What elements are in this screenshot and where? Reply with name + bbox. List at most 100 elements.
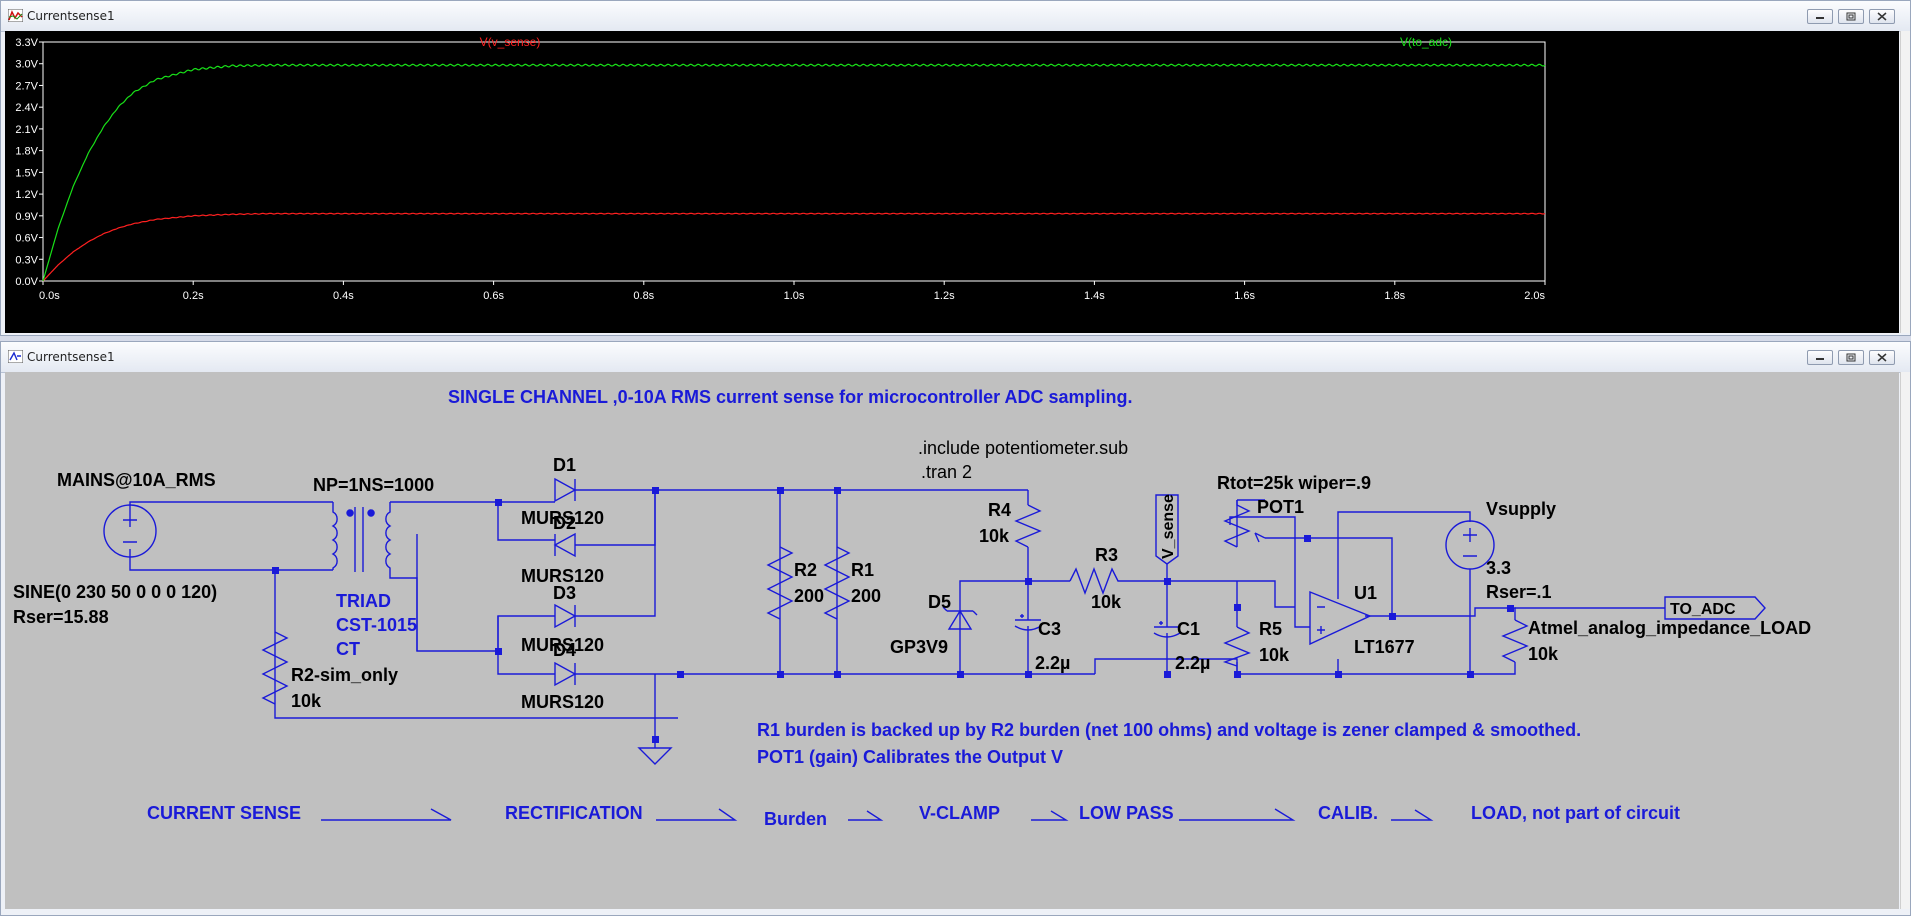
voltage-source-vsupply[interactable]	[1445, 520, 1495, 570]
transformer-line2[interactable]: CST-1015	[336, 615, 417, 635]
stage-v-clamp[interactable]: V-CLAMP	[919, 803, 1000, 823]
r2-name-label[interactable]: R2	[794, 560, 817, 580]
pot-params-label[interactable]: Rtot=25k wiper=.9	[1217, 473, 1371, 493]
vsupply-name-label[interactable]: Vsupply	[1486, 499, 1556, 519]
resistor-r1[interactable]	[823, 546, 851, 620]
comment-line-1[interactable]: R1 burden is backed up by R2 burden (net…	[757, 720, 1581, 740]
diode-d1[interactable]	[554, 477, 577, 503]
diode-d2[interactable]	[553, 532, 576, 558]
r2-value-label[interactable]: 200	[794, 586, 824, 606]
minimize-button[interactable]	[1807, 350, 1833, 365]
resistor-load[interactable]	[1501, 619, 1529, 663]
minimize-button[interactable]	[1807, 9, 1833, 24]
stage-burden[interactable]: Burden	[764, 809, 827, 829]
opamp-name-label[interactable]: U1	[1354, 583, 1377, 603]
r1-value-label[interactable]: 200	[851, 586, 881, 606]
stage-low-pass[interactable]: LOW PASS	[1079, 803, 1174, 823]
d1-model-label[interactable]: MURS120	[521, 508, 604, 528]
trace-label-v-sense[interactable]: V(v_sense)	[480, 35, 541, 49]
diode-d3[interactable]	[554, 603, 577, 629]
d2-model-label[interactable]: MURS120	[521, 566, 604, 586]
resistor-r2[interactable]	[766, 546, 794, 620]
transformer-line1[interactable]: TRIAD	[336, 591, 391, 611]
transformer-triad[interactable]	[331, 502, 418, 651]
waveform-chart[interactable]: 3.3V3.0V2.7V2.4V2.1V1.8V1.5V1.2V0.9V0.6V…	[5, 31, 1899, 333]
stage-current-sense[interactable]: CURRENT SENSE	[147, 803, 301, 823]
restore-button[interactable]	[1838, 350, 1864, 365]
schematic-drawing[interactable]: V_sense TO_ADC SINGL	[5, 372, 1899, 909]
transformer-ratio-label[interactable]: NP=1NS=1000	[313, 475, 434, 495]
comment-line-2[interactable]: POT1 (gain) Calibrates the Output V	[757, 747, 1063, 767]
pot-name-label[interactable]: POT1	[1257, 497, 1304, 517]
v-sense-net-flag[interactable]	[1155, 494, 1179, 565]
stage-calib[interactable]: CALIB.	[1318, 803, 1378, 823]
schematic-window-titlebar[interactable]: Currentsense1	[1, 342, 1910, 373]
plot-window-title: Currentsense1	[27, 9, 115, 23]
r5-value-label[interactable]: 10k	[1259, 645, 1290, 665]
trace-vv_sense[interactable]	[42, 212, 1546, 282]
plot-frame	[42, 41, 1546, 282]
potentiometer-pot1[interactable]	[1223, 500, 1266, 548]
d1-label[interactable]: D1	[553, 455, 576, 475]
r2sim-name-label[interactable]: R2-sim_only	[291, 665, 398, 685]
stage-load[interactable]: LOAD, not part of circuit	[1471, 803, 1680, 823]
d3-model-label[interactable]: MURS120	[521, 635, 604, 655]
d4-label[interactable]: D4	[553, 640, 576, 660]
stage-rectification[interactable]: RECTIFICATION	[505, 803, 643, 823]
to-adc-label[interactable]: TO_ADC	[1670, 601, 1736, 618]
r2sim-value-label[interactable]: 10k	[291, 691, 322, 711]
wires[interactable]	[129, 489, 1665, 737]
d4-model-label[interactable]: MURS120	[521, 692, 604, 712]
trace-vto_adc[interactable]	[42, 63, 1546, 282]
d5-value-label[interactable]: GP3V9	[890, 637, 948, 657]
d3-label[interactable]: D3	[553, 583, 576, 603]
load-name-label[interactable]: Atmel_analog_impedance_LOAD	[1528, 618, 1811, 638]
to-adc-net-flag[interactable]	[1664, 596, 1766, 620]
close-button[interactable]	[1869, 9, 1895, 24]
include-directive[interactable]: .include potentiometer.sub	[918, 438, 1128, 458]
resistor-r2-sim[interactable]	[261, 631, 289, 705]
r5-name-label[interactable]: R5	[1259, 619, 1282, 639]
c1-value-label[interactable]: 2.2µ	[1175, 653, 1210, 673]
v-sense-label[interactable]: V_sense	[1160, 494, 1177, 559]
c1-name-label[interactable]: C1	[1177, 619, 1200, 639]
r3-value-label[interactable]: 10k	[1091, 592, 1122, 612]
d5-name-label[interactable]: D5	[928, 592, 951, 612]
plot-scrollbar[interactable]	[1900, 31, 1910, 333]
y-tick-label: 0.9V	[15, 211, 38, 223]
r4-name-label[interactable]: R4	[988, 500, 1011, 520]
resistor-r5[interactable]	[1222, 626, 1251, 667]
load-value-label[interactable]: 10k	[1528, 644, 1559, 664]
c3-value-label[interactable]: 2.2µ	[1035, 653, 1070, 673]
vsupply-rser-label[interactable]: Rser=.1	[1486, 582, 1552, 602]
source-rser-label[interactable]: Rser=15.88	[13, 607, 109, 627]
c3-name-label[interactable]: C3	[1038, 619, 1061, 639]
schematic-scrollbar[interactable]	[1900, 372, 1910, 909]
restore-button[interactable]	[1838, 9, 1864, 24]
transformer-line3[interactable]: CT	[336, 639, 360, 659]
r4-value-label[interactable]: 10k	[979, 526, 1010, 546]
capacitor-c3[interactable]	[1014, 614, 1042, 660]
tran-directive[interactable]: .tran 2	[921, 462, 972, 482]
vsupply-value-label[interactable]: 3.3	[1486, 558, 1511, 578]
close-button[interactable]	[1869, 350, 1895, 365]
plot-window-titlebar[interactable]: Currentsense1	[1, 1, 1910, 32]
opamp-u1[interactable]	[1309, 590, 1372, 646]
x-tick-label: 1.8s	[1384, 290, 1405, 302]
opamp-value-label[interactable]: LT1677	[1354, 637, 1415, 657]
zener-d5[interactable]	[942, 606, 978, 630]
source-name-label[interactable]: MAINS@10A_RMS	[57, 470, 216, 490]
schematic-heading[interactable]: SINGLE CHANNEL ,0-10A RMS current sense …	[448, 387, 1132, 407]
capacitor-c1[interactable]	[1153, 621, 1181, 660]
diode-d4[interactable]	[554, 661, 577, 687]
r1-name-label[interactable]: R1	[851, 560, 874, 580]
d2-label[interactable]: D2	[553, 513, 576, 533]
mains-current-source[interactable]	[103, 504, 157, 558]
resistor-r3[interactable]	[1069, 567, 1123, 595]
r3-name-label[interactable]: R3	[1095, 545, 1118, 565]
trace-label-to-adc[interactable]: V(to_adc)	[1400, 35, 1452, 49]
schematic-canvas[interactable]: V_sense TO_ADC SINGL	[5, 372, 1899, 909]
source-value-label[interactable]: SINE(0 230 50 0 0 0 120)	[13, 582, 217, 602]
resistor-r4[interactable]	[1014, 504, 1042, 548]
